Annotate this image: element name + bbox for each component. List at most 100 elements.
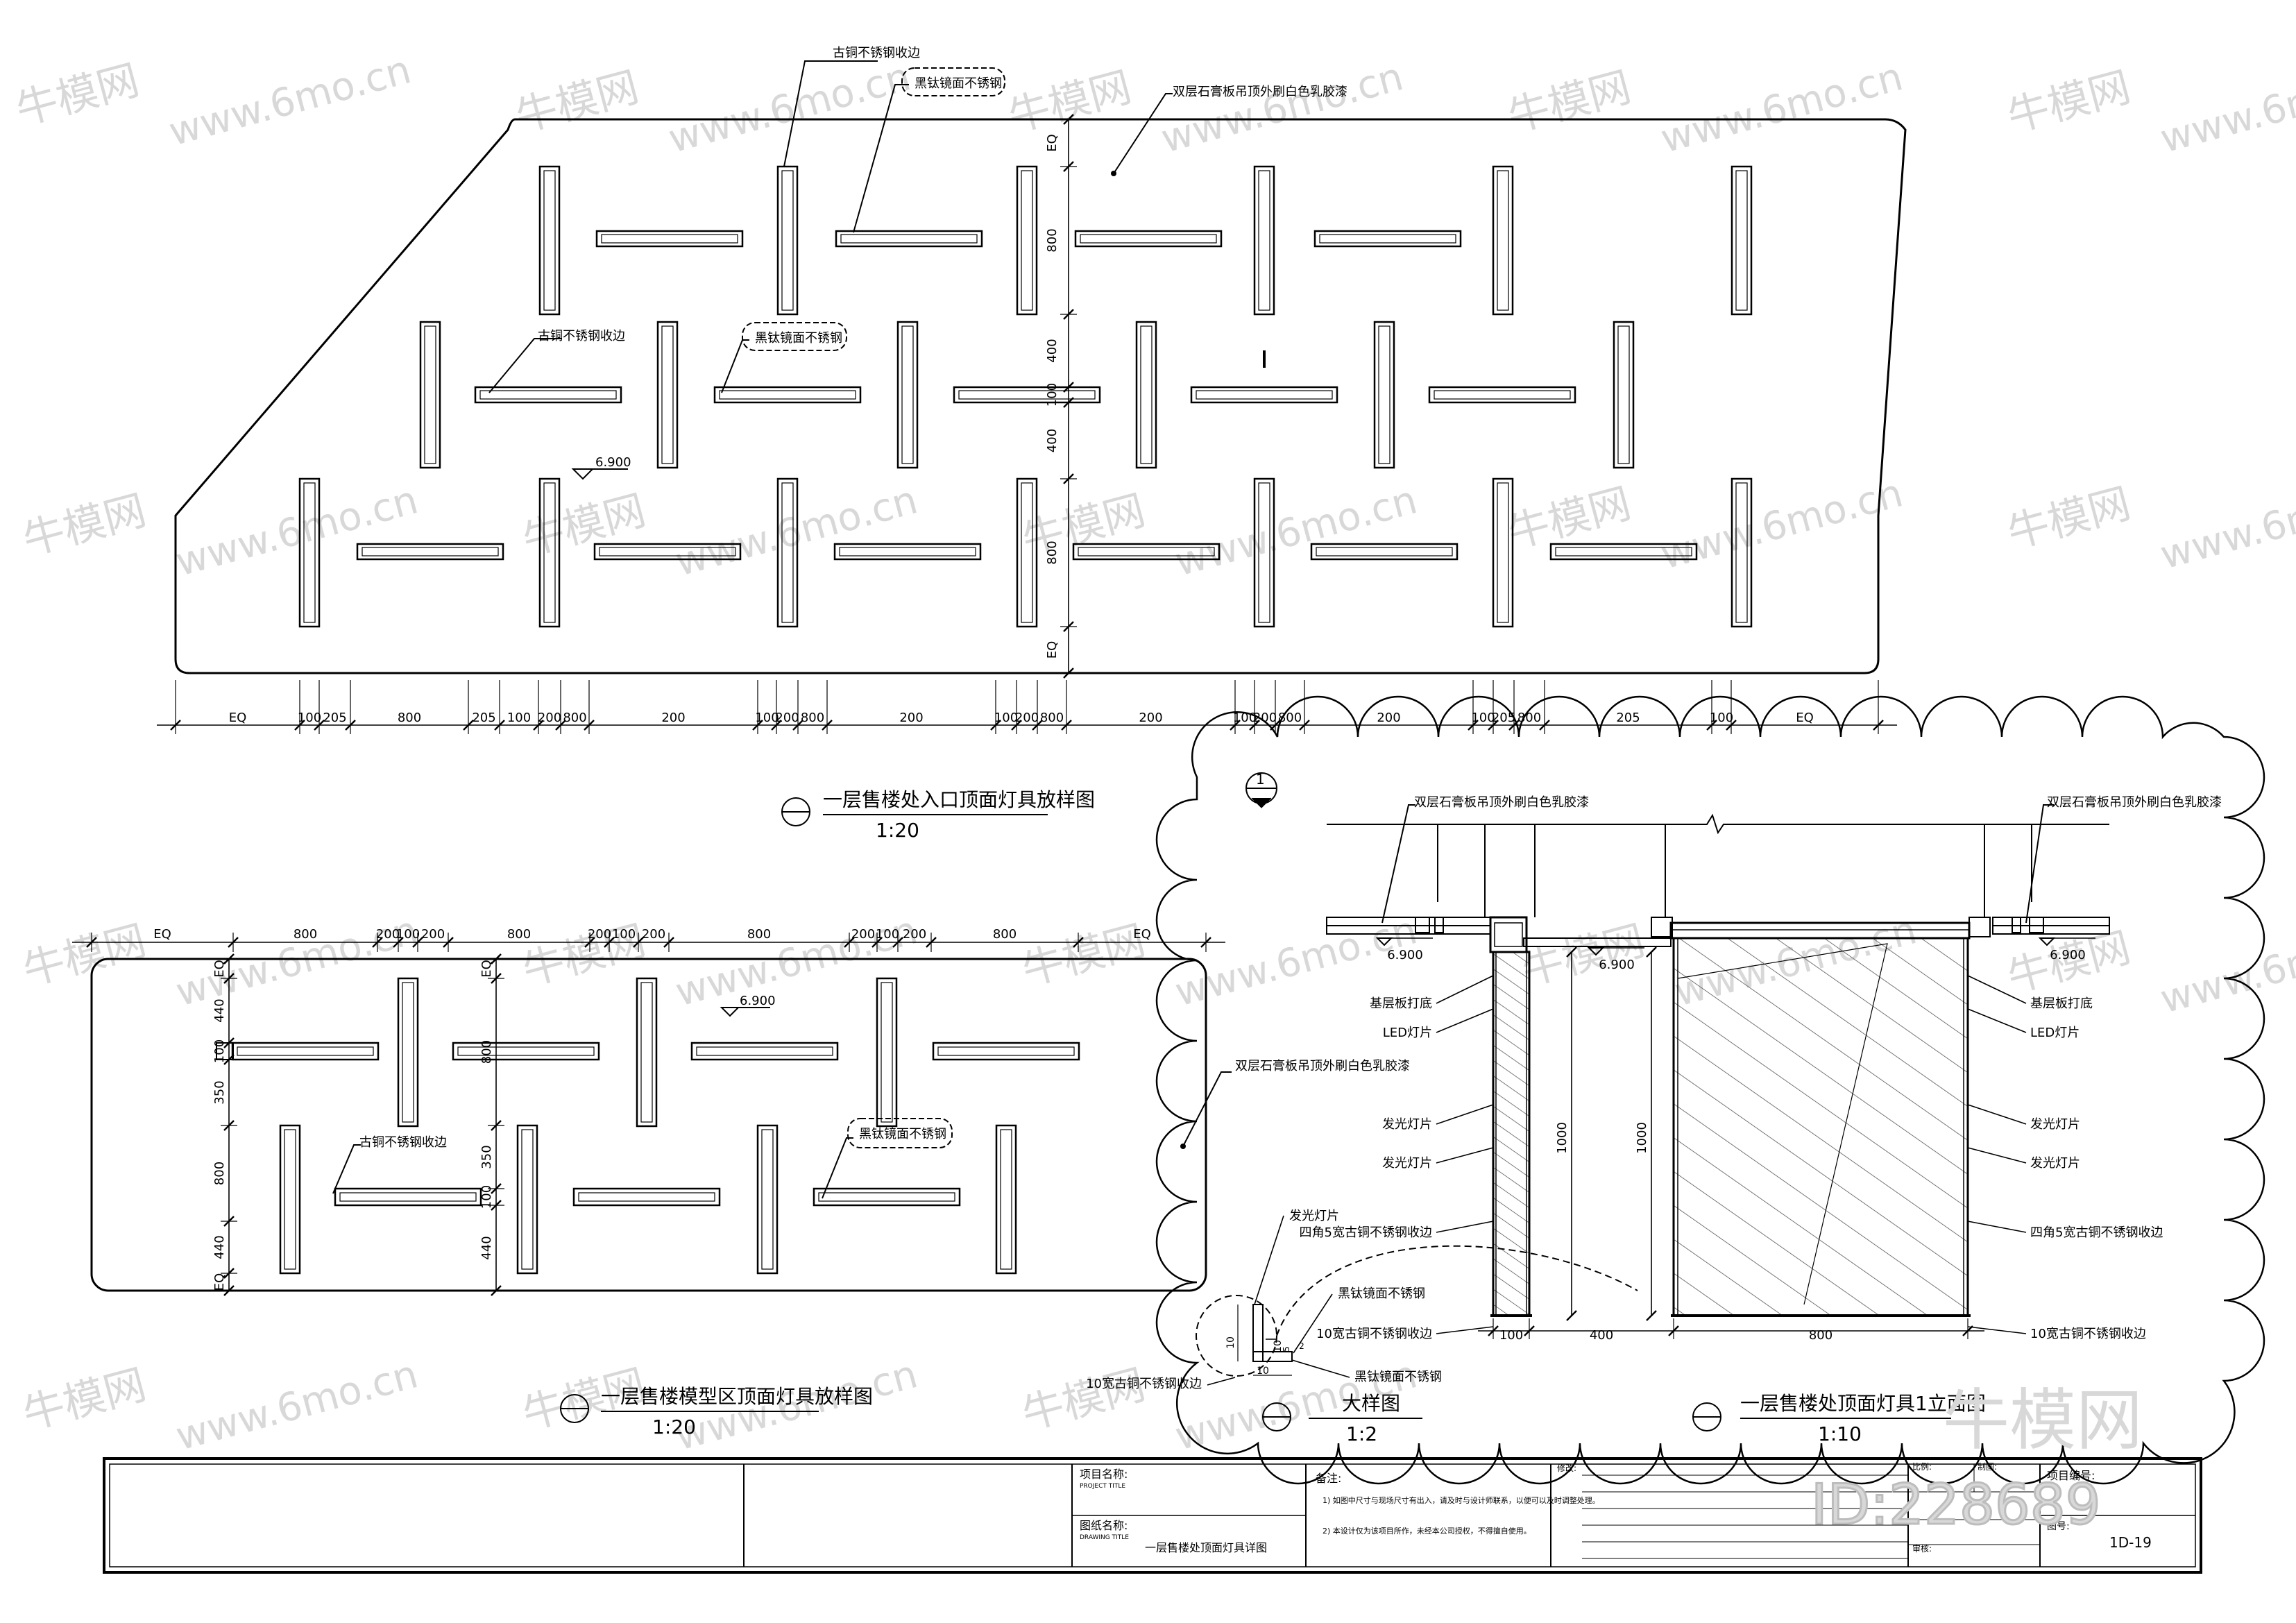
light-strip-vertical	[1016, 477, 1038, 628]
dim-top: 800	[294, 927, 317, 942]
dim-top: EQ	[153, 927, 171, 942]
light-strip-vertical	[896, 321, 919, 469]
light-strip-horizontal	[813, 1187, 961, 1207]
watermark-site: www.6mo.cn	[171, 908, 423, 1015]
dim-bottom: 100	[1471, 711, 1495, 725]
dim-bottom: 100	[994, 711, 1018, 725]
dim-bottom: 200	[899, 711, 923, 725]
plan2-scale: 1:20	[652, 1416, 696, 1438]
light-strip-horizontal	[1549, 543, 1698, 561]
sec-elevation: 6.900	[1599, 958, 1635, 972]
light-strip-vertical	[995, 1124, 1017, 1275]
sec-height-dim: 1000	[1555, 1122, 1570, 1154]
light-strip-vertical	[516, 1124, 538, 1275]
watermark-brand: 牛模网	[1503, 479, 1636, 558]
light-strip-horizontal	[690, 1042, 839, 1061]
light-strip-vertical	[776, 165, 799, 316]
callout-heitai-mid: 黑钛镜面不锈钢	[755, 331, 842, 346]
tb-note-2: 2) 本设计仅为该项目所作，未经本公司授权，不得擅自使用。	[1323, 1526, 1531, 1536]
sec-top-label-right: 双层石膏板吊顶外刷白色乳胶漆	[2047, 794, 2222, 810]
dim-top: 100	[612, 927, 636, 942]
light-strip-vertical	[1016, 165, 1038, 316]
watermark-site: www.6mo.cn	[1157, 54, 1408, 162]
watermark-site: www.6mo.cn	[1656, 470, 1907, 578]
watermark-site: www.6mo.cn	[171, 477, 423, 585]
dim-left: EQ	[212, 1273, 227, 1291]
light-strip-vertical	[1613, 321, 1635, 469]
dim-bottom: 200	[538, 711, 561, 725]
watermark-brand: 牛模网	[18, 916, 151, 995]
light-strip-horizontal	[1074, 230, 1223, 248]
sec-label-left: 发光灯片	[1382, 1117, 1432, 1132]
detail-label: 黑钛镜面不锈钢	[1338, 1286, 1425, 1301]
watermark-site: www.6mo.cn	[2156, 915, 2296, 1022]
watermark-id: ID:228689	[1811, 1472, 2101, 1537]
light-strip-vertical	[419, 321, 441, 469]
sec-label-left: LED灯片	[1383, 1026, 1432, 1040]
light-strip-vertical	[876, 977, 898, 1128]
dim-bottom: 100	[1710, 711, 1733, 725]
watermark-brand: 牛模网	[11, 56, 144, 135]
dim-right: 100	[1045, 383, 1060, 407]
sec-height-dim: 1000	[1635, 1122, 1649, 1154]
light-strip-horizontal	[1072, 543, 1221, 561]
plan1-title: 一层售楼处入口顶面灯具放样图	[823, 788, 1095, 811]
light-strip-horizontal	[1310, 543, 1459, 561]
sec-label-left: 发光灯片	[1382, 1156, 1432, 1171]
dim-right: EQ	[1045, 641, 1060, 659]
tb-scale-label: 比例:	[1912, 1462, 1932, 1472]
light-strip-horizontal	[452, 1042, 600, 1061]
tb-drawing-label: 图纸名称:	[1080, 1519, 1128, 1532]
tb-drawing-no: 1D-19	[2109, 1534, 2152, 1551]
watermark-brand: 牛模网	[1503, 62, 1636, 142]
section-elevation: 1	[1245, 771, 2222, 1445]
watermark-brand: 牛模网	[1517, 916, 1650, 995]
light-strip-horizontal	[572, 1187, 721, 1207]
light-strip-horizontal	[932, 1042, 1080, 1061]
brand-watermark: 牛模网 ID:228689	[1810, 1382, 2143, 1538]
dim-bottom: 200	[1377, 711, 1400, 725]
sec-label-right: 基层板打底	[2030, 996, 2093, 1011]
sec-label-right: 发光灯片	[2030, 1156, 2080, 1171]
dim-top: 200	[376, 927, 400, 942]
detail-label: 发光灯片	[1289, 1209, 1339, 1223]
detail-title: 大样图	[1342, 1392, 1400, 1415]
watermark-brand: 牛模网	[1017, 916, 1150, 995]
p2-callout-gutong: 古铜不锈钢收边	[359, 1135, 447, 1150]
dim-left: EQ	[212, 960, 227, 978]
watermark-site: www.6mo.cn	[1656, 54, 1907, 162]
dim-bottom: 100	[507, 711, 531, 725]
tb-drawing-en: DRAWING TITLE	[1080, 1534, 1129, 1541]
watermark-site: www.6mo.cn	[2156, 470, 2296, 578]
p2-callout-heitai: 黑钛镜面不锈钢	[859, 1127, 946, 1141]
dim-bottom: 800	[1517, 711, 1541, 725]
light-strip-vertical	[1135, 321, 1157, 469]
dim-top: 200	[421, 927, 445, 942]
light-strip-vertical	[538, 165, 561, 316]
sec-bottom-dim: 100	[1499, 1328, 1523, 1343]
plan2-elevation-mark: 6.900	[720, 994, 776, 1017]
tb-check-label: 审核:	[1912, 1543, 1932, 1554]
callout-heitai-top: 黑钛镜面不锈钢	[915, 76, 1002, 91]
watermark-brand-large: 牛模网	[1943, 1382, 2143, 1459]
light-strip-vertical	[776, 477, 799, 628]
tb-project-en: PROJECT TITLE	[1080, 1483, 1125, 1490]
detail-label: 黑钛镜面不锈钢	[1354, 1370, 1442, 1384]
watermark-site: www.6mo.cn	[2156, 54, 2296, 162]
tb-notes-label: 备注:	[1316, 1472, 1341, 1485]
sec-label-right: 四角5宽古铜不锈钢收边	[2030, 1225, 2163, 1240]
dim-top: 200	[851, 927, 875, 942]
dim-top: 100	[876, 927, 899, 942]
dim-bottom: 200	[775, 711, 799, 725]
light-strip-vertical	[298, 477, 321, 628]
detail-dim: 5	[1282, 1346, 1291, 1352]
dim-top: 100	[396, 927, 420, 942]
sec-label-right: 10宽古铜不锈钢收边	[2030, 1327, 2146, 1341]
light-strip-vertical	[538, 477, 561, 628]
tb-drawing-title: 一层售楼处顶面灯具详图	[1145, 1541, 1267, 1554]
dim-bottom: 200	[1139, 711, 1162, 725]
watermark-brand: 牛模网	[18, 486, 151, 565]
plan2-outline	[90, 958, 1207, 1292]
detail-dim: 10	[1225, 1336, 1236, 1349]
p2-callout-ceiling: 双层石膏板吊顶外刷白色乳胶漆	[1235, 1058, 1410, 1073]
